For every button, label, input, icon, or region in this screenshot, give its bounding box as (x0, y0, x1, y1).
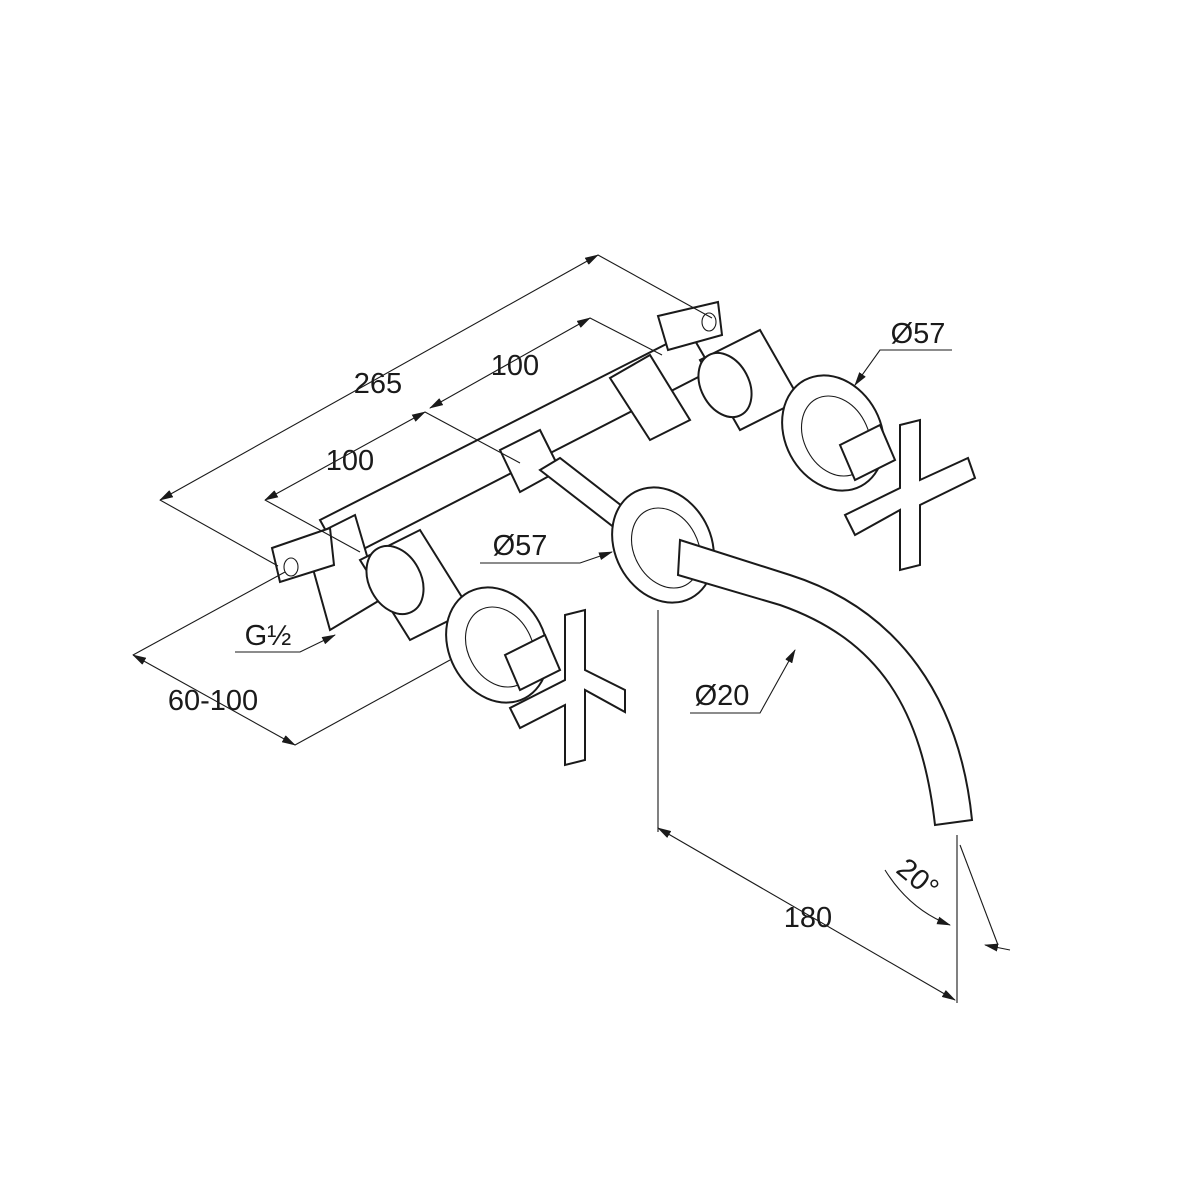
dim-rosette-right: Ø57 (891, 318, 946, 350)
left-cross-handle (508, 608, 626, 767)
dim-rosette-middle: Ø57 (493, 530, 548, 562)
dim-thread: G½ (245, 620, 292, 652)
dim-overall-width: 265 (354, 368, 402, 400)
right-valve (697, 328, 977, 572)
spout (611, 486, 974, 827)
dim-spacing-right: 100 (491, 350, 539, 382)
right-cross-handle (843, 418, 977, 572)
left-valve (358, 528, 626, 767)
dim-spout-angle: 20° (890, 852, 944, 905)
dim-spout-diameter: Ø20 (695, 680, 750, 712)
dimension-lines (132, 254, 1011, 1003)
dim-spacing-left: 100 (326, 445, 374, 477)
dim-wall-depth: 60-100 (168, 685, 258, 717)
dim-spout-projection: 180 (784, 902, 832, 934)
